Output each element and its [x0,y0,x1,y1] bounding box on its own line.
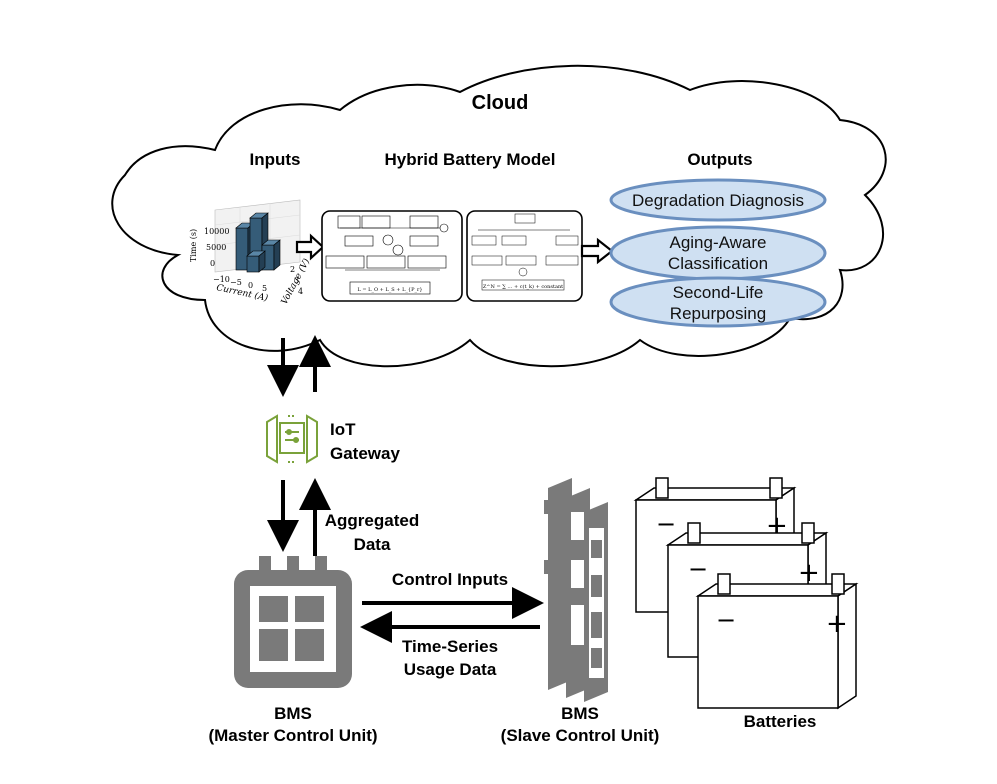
batteries-label: Batteries [743,712,817,731]
output-second-life-repurposing: Second-Life Repurposing [669,283,767,323]
aggregated-label-line1: Aggregated [324,511,420,530]
battery-middle-plus: + [798,558,820,588]
right-panel-equation: Z^N = ∑ … + c(t_k) + constant [483,283,563,290]
outputs-label: Outputs [687,150,753,169]
aggregated-label-line2: Data [353,535,391,554]
x-tick-1: −10 [213,275,230,284]
output-aging-aware-classification: Aging-Aware Classification [667,233,769,273]
battery-front-plus: + [826,609,848,639]
battery-front-minus: − [716,606,736,634]
bar-4 [246,250,266,273]
control-inputs-label: Control Inputs [391,570,509,589]
iot-gateway-icon [266,414,318,464]
y-tick-2: 3 [294,276,299,285]
x-tick-4: 5 [262,284,267,293]
left-panel-equation: L = L_O + L_S + L_{P_r} [357,287,422,293]
z-axis-label: Time (s) [189,229,198,262]
z-tick-low: 0 [210,259,215,268]
model-label: Hybrid Battery Model [384,150,556,169]
master-bms-label-line1: BMS [274,704,312,723]
model-to-outputs-arrow [580,237,614,265]
hybrid-model-panel-left: L = L_O + L_S + L_{P_r} [321,210,463,302]
inputs-to-model-arrow [295,233,325,261]
battery-front: − + [695,573,859,710]
x-tick-2: −5 [230,278,242,287]
time-series-label-line2: Usage Data [403,660,497,679]
z-tick-high: 10000 [204,227,229,236]
y-tick-1: 2 [290,265,295,274]
gateway-label-line2: Gateway [330,444,400,463]
time-series-label-line1: Time-Series [401,637,499,656]
output-degradation-diagnosis: Degradation Diagnosis [632,191,804,210]
battery-back-minus: − [656,510,676,538]
inputs-label: Inputs [249,150,301,169]
output-second-life-shape [609,276,827,328]
slave-bms-label-line1: BMS [561,704,599,723]
bms-slave-chip-icon [544,478,608,702]
master-bms-label-line2: (Master Control Unit) [208,726,378,745]
battery-middle-minus: − [688,555,708,583]
bms-master-chip-icon [234,556,352,688]
y-tick-3: 4 [298,287,303,296]
gateway-label-line1: IoT [330,420,356,439]
hybrid-model-panel-right: Z^N = ∑ … + c(t_k) + constant [466,210,583,302]
slave-bms-label-line2: (Slave Control Unit) [500,726,660,745]
x-tick-3: 0 [248,281,253,290]
cloud-title: Cloud [471,92,529,114]
output-degradation-diagnosis-shape [609,178,827,222]
z-tick-mid: 5000 [206,243,226,252]
